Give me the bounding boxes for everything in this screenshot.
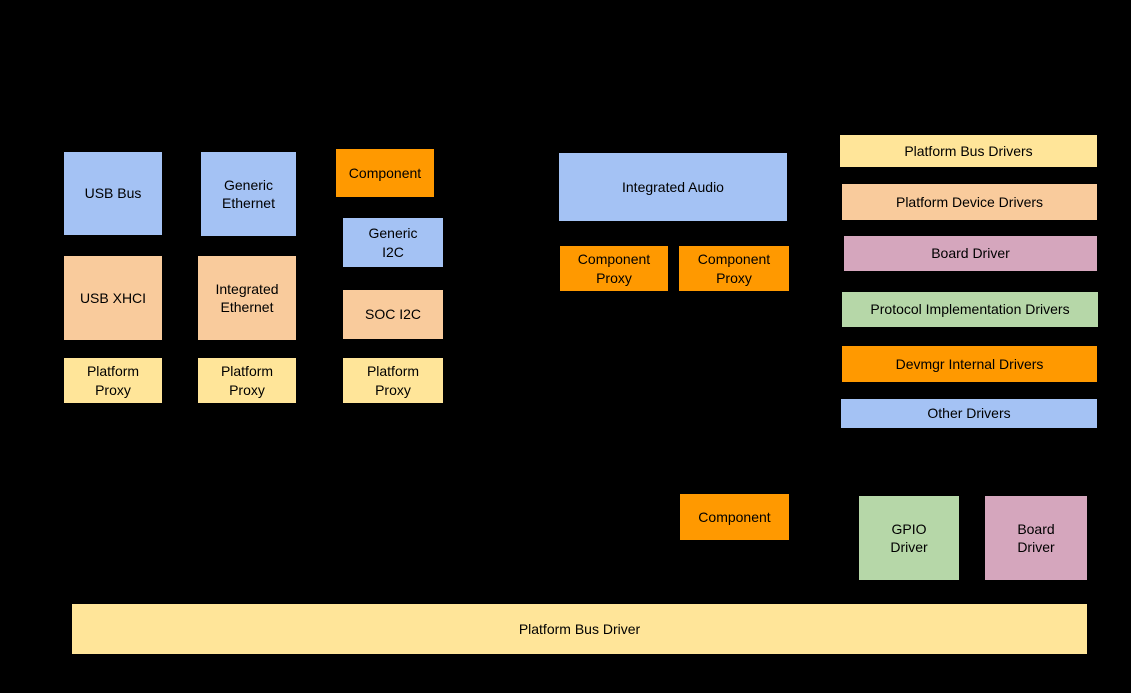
legend-item-platform-device-drivers: Platform Device Drivers bbox=[841, 183, 1098, 221]
box-usb-xhci: USB XHCI bbox=[63, 255, 163, 341]
box-gpio-driver: GPIO Driver bbox=[858, 495, 960, 581]
box-usb-bus: USB Bus bbox=[63, 151, 163, 236]
legend-item-platform-bus-drivers: Platform Bus Drivers bbox=[839, 134, 1098, 168]
box-generic-i2c: Generic I2C bbox=[342, 217, 444, 268]
box-component-proxy-2: Component Proxy bbox=[678, 245, 790, 292]
legend-item-board-driver: Board Driver bbox=[843, 235, 1098, 272]
box-integrated-ethernet: Integrated Ethernet bbox=[197, 255, 297, 341]
box-platform-bus-driver: Platform Bus Driver bbox=[71, 603, 1088, 655]
box-component-proxy-1: Component Proxy bbox=[559, 245, 669, 292]
box-board-driver: Board Driver bbox=[984, 495, 1088, 581]
box-generic-ethernet: Generic Ethernet bbox=[200, 151, 297, 237]
box-soc-i2c: SOC I2C bbox=[342, 289, 444, 340]
legend-item-other-drivers: Other Drivers bbox=[840, 398, 1098, 429]
box-platform-proxy-2: Platform Proxy bbox=[197, 357, 297, 404]
box-component-bottom: Component bbox=[679, 493, 790, 541]
box-platform-proxy-3: Platform Proxy bbox=[342, 357, 444, 404]
legend-item-protocol-implementation-drivers: Protocol Implementation Drivers bbox=[841, 291, 1099, 328]
box-integrated-audio: Integrated Audio bbox=[558, 152, 788, 222]
legend-item-devmgr-internal-drivers: Devmgr Internal Drivers bbox=[841, 345, 1098, 383]
box-component-top: Component bbox=[335, 148, 435, 198]
box-platform-proxy-1: Platform Proxy bbox=[63, 357, 163, 404]
